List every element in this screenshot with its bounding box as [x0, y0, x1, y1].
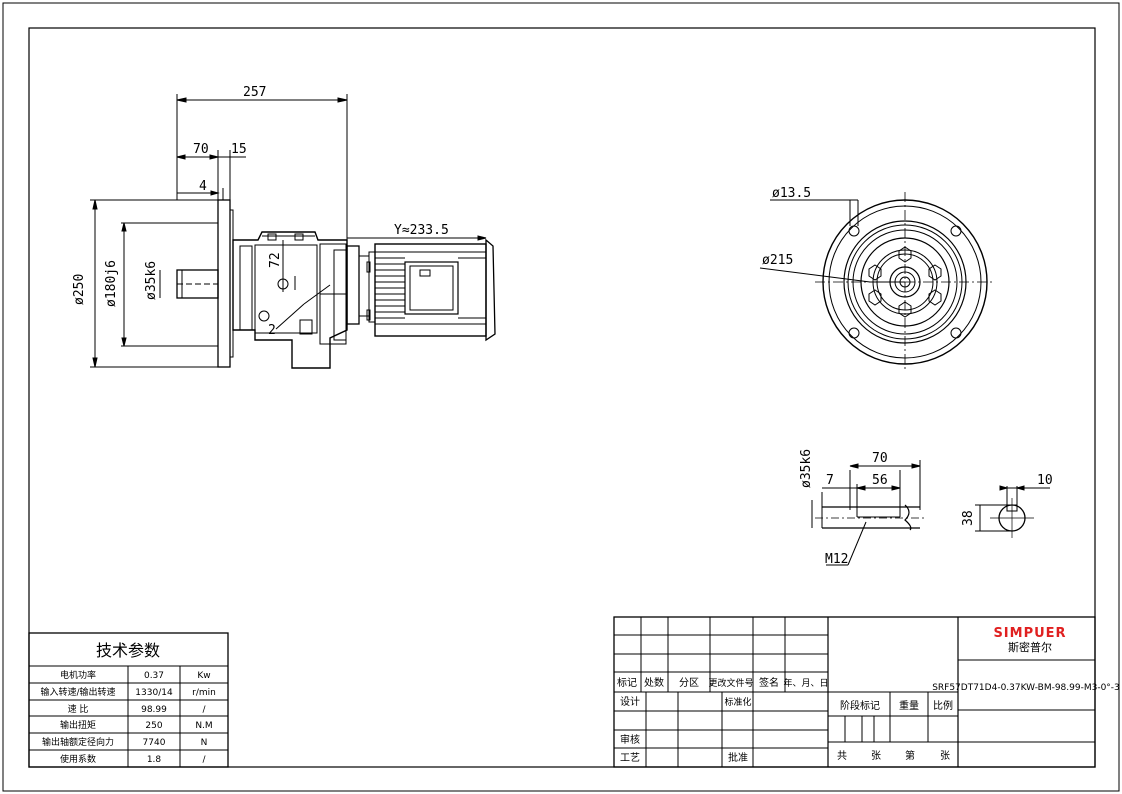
row-value: 0.37	[144, 671, 164, 681]
dim-shaft-35k6: ø35k6	[799, 449, 814, 488]
tb-biaozhunhua: 标准化	[724, 696, 751, 708]
row-unit: N.M	[195, 721, 212, 731]
tb-date: 年、月、日	[783, 677, 828, 689]
dim-motor-length: Y≈233.5	[394, 223, 449, 238]
row-label: 使用系数	[60, 753, 96, 765]
tb-zhongliang: 重量	[899, 699, 919, 712]
tech-table-rows: 电机功率 0.37 Kw 输入转速/输出转速 1330/14 r/min 速 比…	[40, 669, 215, 765]
dim-4: 4	[199, 179, 207, 194]
dim-180j6: ø180j6	[104, 260, 119, 307]
tb-zhang1: 张	[871, 750, 881, 762]
row-label: 输出扭矩	[60, 719, 96, 731]
shaft-detail	[811, 460, 925, 566]
front-view	[759, 192, 995, 372]
row-unit: N	[201, 738, 208, 748]
row-value: 7740	[143, 738, 166, 748]
tb-sheji: 设计	[620, 695, 640, 708]
dim-pcd-215: ø215	[762, 253, 793, 268]
row-unit: /	[202, 755, 206, 765]
bolt-hexes	[868, 246, 942, 318]
model-number: SRF57DT71D4-0.37KW-BM-98.99-M3-0°-3	[932, 683, 1120, 693]
dim-70-top: 70	[193, 142, 209, 157]
row-unit: /	[202, 705, 206, 715]
tb-zhang2: 张	[940, 750, 950, 762]
dim-key-10: 10	[1037, 473, 1053, 488]
title-block	[613, 616, 1096, 768]
row-label: 速 比	[68, 703, 89, 715]
tech-table	[28, 632, 229, 768]
brand-logo-cn: 斯密普尔	[1008, 640, 1052, 654]
dim-shaft-70: 70	[872, 451, 888, 466]
row-label: 输出轴额定径向力	[42, 736, 114, 748]
dim-72: 72	[268, 252, 283, 268]
row-unit: Kw	[197, 671, 210, 681]
dim-2: 2	[268, 323, 276, 338]
tech-table-title: 技术参数	[96, 641, 160, 660]
dim-15: 15	[231, 142, 247, 157]
tb-biaoji: 标记	[617, 677, 637, 689]
inner-border	[28, 27, 1096, 768]
tb-genggai: 更改文件号	[708, 677, 753, 689]
row-label: 电机功率	[60, 669, 96, 681]
dim-257: 257	[243, 85, 266, 100]
side-view	[90, 94, 496, 369]
row-unit: r/min	[192, 688, 216, 698]
tb-chushu: 处数	[644, 676, 664, 689]
row-label: 输入转速/输出转速	[40, 686, 115, 698]
dim-250: ø250	[72, 274, 87, 305]
tb-gong: 共	[837, 750, 847, 762]
row-value: 98.99	[141, 705, 167, 715]
dim-35k6: ø35k6	[144, 261, 159, 300]
tb-bili: 比例	[933, 699, 953, 712]
dim-shaft-7: 7	[826, 473, 834, 488]
row-value: 1330/14	[135, 688, 173, 698]
dim-key-38: 38	[961, 510, 976, 526]
dim-hole-13-5: ø13.5	[772, 186, 811, 201]
brand-logo: SIMPUER	[993, 626, 1066, 641]
tb-pizhun: 批准	[728, 751, 748, 764]
tb-di: 第	[905, 749, 915, 762]
tb-shenhe: 审核	[620, 733, 640, 746]
tb-gongyi: 工艺	[620, 752, 640, 764]
tb-jieduan: 阶段标记	[840, 699, 880, 712]
dim-thread-m12: M12	[825, 552, 848, 567]
tb-fenqu: 分区	[679, 677, 699, 689]
tb-qianming: 签名	[759, 676, 779, 689]
row-value: 1.8	[147, 755, 162, 765]
row-value: 250	[145, 721, 162, 731]
dim-shaft-56: 56	[872, 473, 888, 488]
key-section	[975, 485, 1050, 538]
